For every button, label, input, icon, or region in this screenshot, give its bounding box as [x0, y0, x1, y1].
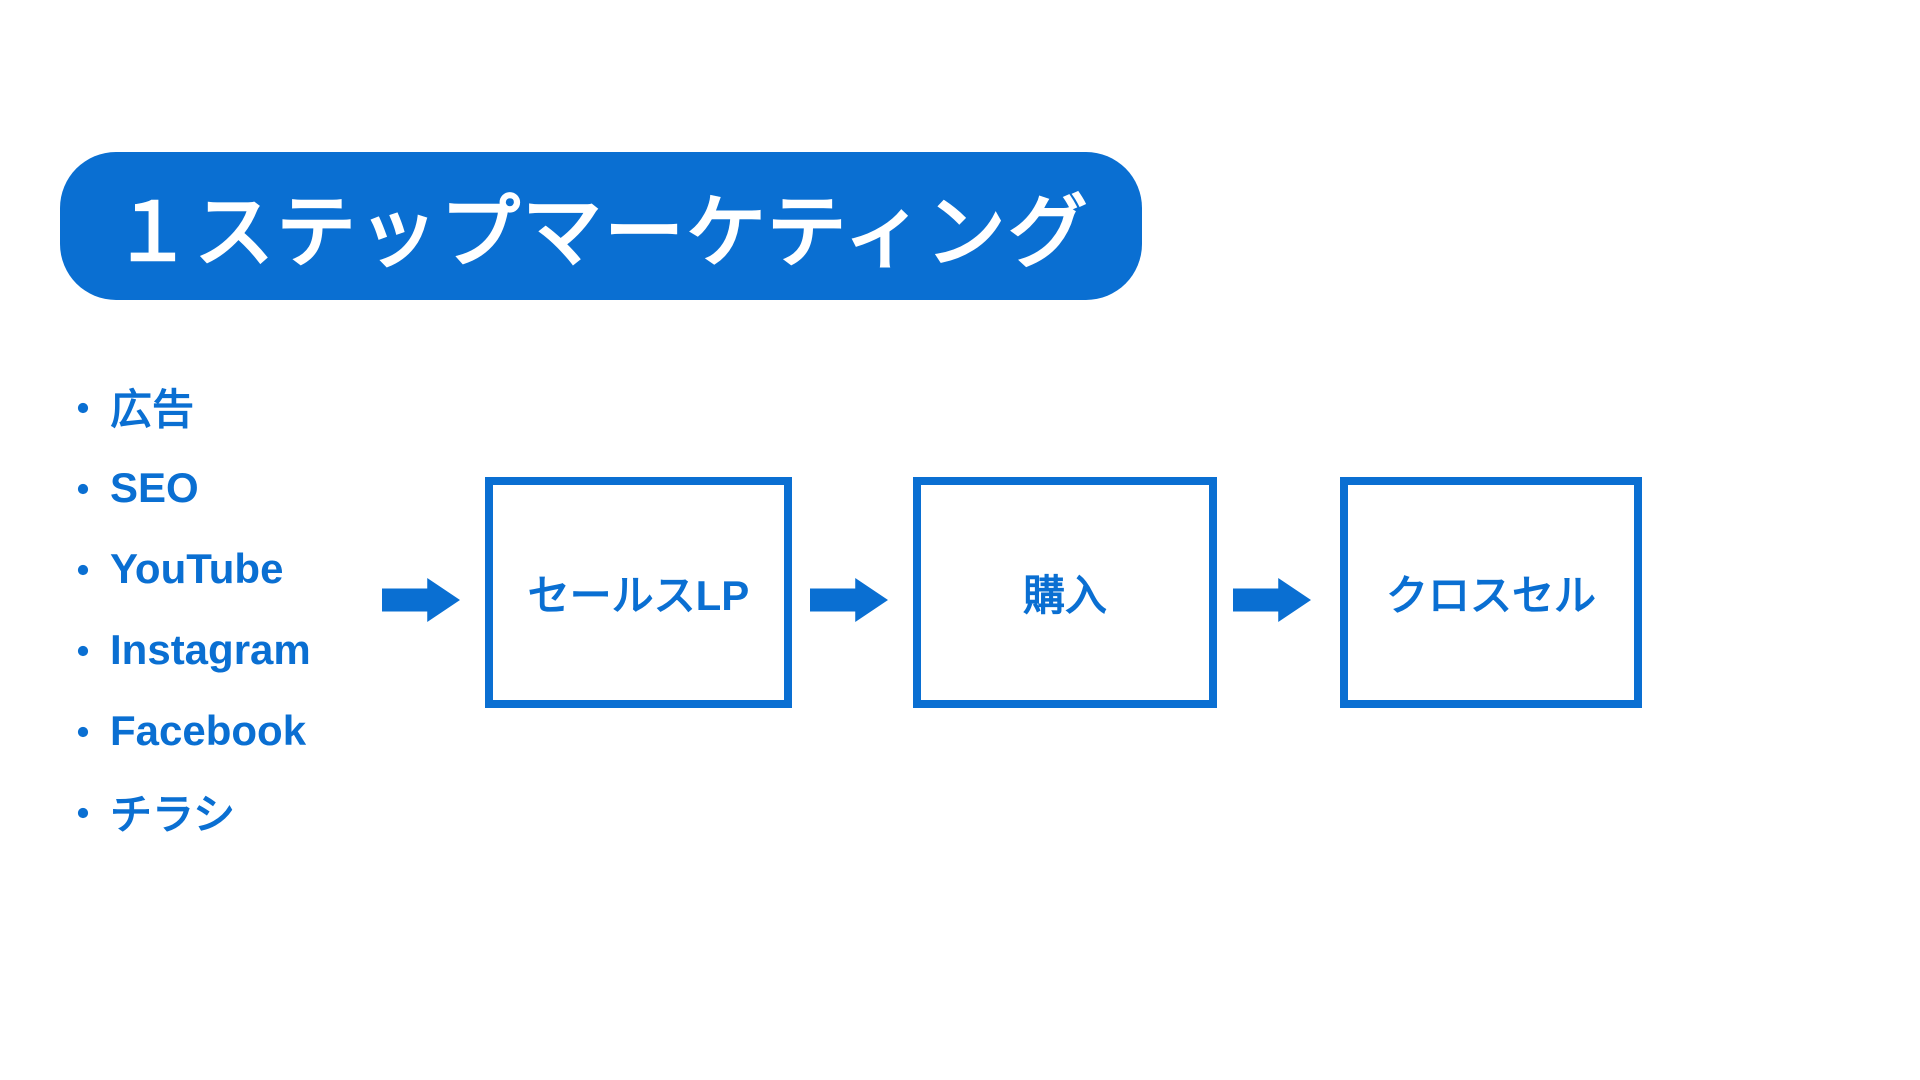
flow-arrow-icon — [810, 578, 888, 622]
channel-item-instagram: ・ Instagram — [62, 609, 311, 690]
channel-item-label: SEO — [110, 463, 199, 511]
bullet-dot-icon: ・ — [62, 629, 105, 676]
channel-item-label: 広告 — [110, 386, 195, 433]
flow-step-sales-lp: セールスLP — [485, 477, 792, 708]
channel-item-seo: ・ SEO — [62, 447, 311, 528]
channel-item-facebook: ・ Facebook — [62, 690, 311, 771]
flow-arrow-icon — [382, 578, 460, 622]
title-banner: １ステップマーケティング — [60, 152, 1142, 300]
channel-item-youtube: ・ YouTube — [62, 528, 311, 609]
channel-item-label: チラシ — [110, 791, 236, 838]
channel-item-label: Facebook — [110, 706, 307, 754]
flow-step-label: クロスセル — [1385, 572, 1596, 619]
channel-list: ・ 広告 ・ SEO ・ YouTube ・ Instagram ・ Faceb… — [62, 366, 311, 852]
flow-arrow-icon — [1233, 578, 1311, 622]
flow-step-label: 購入 — [1022, 572, 1107, 619]
bullet-dot-icon: ・ — [62, 467, 105, 514]
flow-step-purchase: 購入 — [913, 477, 1217, 708]
channel-item-flyer: ・ チラシ — [62, 771, 311, 852]
bullet-dot-icon: ・ — [62, 548, 105, 595]
flow-step-label: セールスLP — [527, 572, 750, 619]
channel-item-ads: ・ 広告 — [62, 366, 311, 447]
bullet-dot-icon: ・ — [62, 386, 105, 433]
bullet-dot-icon: ・ — [62, 710, 105, 757]
channel-item-label: YouTube — [110, 544, 284, 592]
bullet-dot-icon: ・ — [62, 791, 105, 838]
channel-item-label: Instagram — [110, 625, 311, 673]
flow-step-cross-sell: クロスセル — [1340, 477, 1642, 708]
page-title: １ステップマーケティング — [112, 188, 1090, 277]
